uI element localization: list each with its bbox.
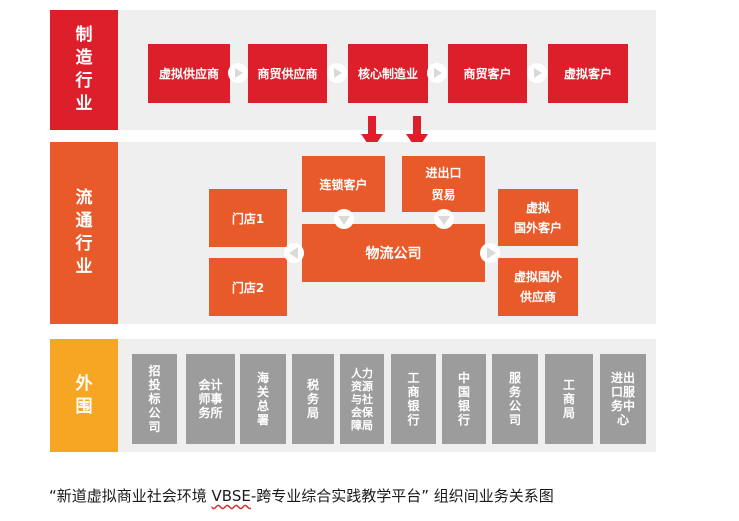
core-manufacturer-box: 核心制造业 xyxy=(348,44,428,103)
circulation-section-label: 流通行业 xyxy=(50,142,118,324)
foreign-customer-line1: 虚拟 xyxy=(525,200,550,215)
service-company-box: 服务公司 xyxy=(492,354,538,444)
caption-vbse: VBSE xyxy=(211,487,251,505)
arrow-left-icon xyxy=(284,243,304,263)
foreign-customer-line2: 国外客户 xyxy=(513,220,562,235)
manufacturing-section-label: 制造行业 xyxy=(50,10,118,130)
customs-box: 海关总署 xyxy=(240,354,286,444)
diagram-caption: “新道虚拟商业社会环境 VBSE-跨专业综合实践教学平台” 组织间业务关系图 xyxy=(49,485,554,506)
bank-of-china-box: 中国银行 xyxy=(442,354,486,444)
virtual-supplier-box: 虚拟供应商 xyxy=(148,44,230,103)
arrow-right-icon xyxy=(480,243,500,263)
virtual-foreign-customer-box: 虚拟 国外客户 xyxy=(498,189,578,246)
virtual-customer-box: 虚拟客户 xyxy=(548,44,628,103)
tax-bureau-box: 税务局 xyxy=(292,354,334,444)
arrow-down-icon xyxy=(334,209,354,229)
store2-box: 门店2 xyxy=(209,258,287,316)
import-export-trade-box: 进出口 贸易 xyxy=(402,156,485,212)
business-bureau-box: 工商局 xyxy=(545,354,593,444)
chain-arrow-right-icon xyxy=(527,63,547,83)
virtual-foreign-supplier-box: 虚拟国外 供应商 xyxy=(498,258,578,316)
chain-arrow-right-icon xyxy=(427,63,447,83)
foreign-supplier-line1: 虚拟国外 xyxy=(513,270,562,284)
icbc-box: 工商银行 xyxy=(391,354,436,444)
store1-box: 门店1 xyxy=(209,189,287,247)
caption-prefix: “新道虚拟商业社会环境 xyxy=(49,487,212,505)
chain-arrow-right-icon xyxy=(327,63,347,83)
arrow-down-icon xyxy=(434,209,454,229)
trade-customer-box: 商贸客户 xyxy=(448,44,527,103)
caption-suffix: -跨专业综合实践教学平台” 组织间业务关系图 xyxy=(250,487,554,505)
chain-customer-box: 连锁客户 xyxy=(302,156,385,212)
hr-social-security-box: 人力资源与社会保障局 xyxy=(340,354,384,444)
accounting-firm-box: 会计师事务所 xyxy=(186,354,235,444)
trade-supplier-box: 商贸供应商 xyxy=(248,44,327,103)
import-export-service-center-box: 进出口服务中心 xyxy=(600,354,646,444)
periphery-section-label: 外围 xyxy=(50,339,118,452)
import-export-line2: 贸易 xyxy=(431,188,456,202)
bidding-company-box: 招投标公司 xyxy=(132,354,177,444)
foreign-supplier-line2: 供应商 xyxy=(519,290,556,304)
import-export-line1: 进出口 xyxy=(425,166,462,180)
logistics-company-box: 物流公司 xyxy=(302,224,485,282)
chain-arrow-right-icon xyxy=(228,63,248,83)
